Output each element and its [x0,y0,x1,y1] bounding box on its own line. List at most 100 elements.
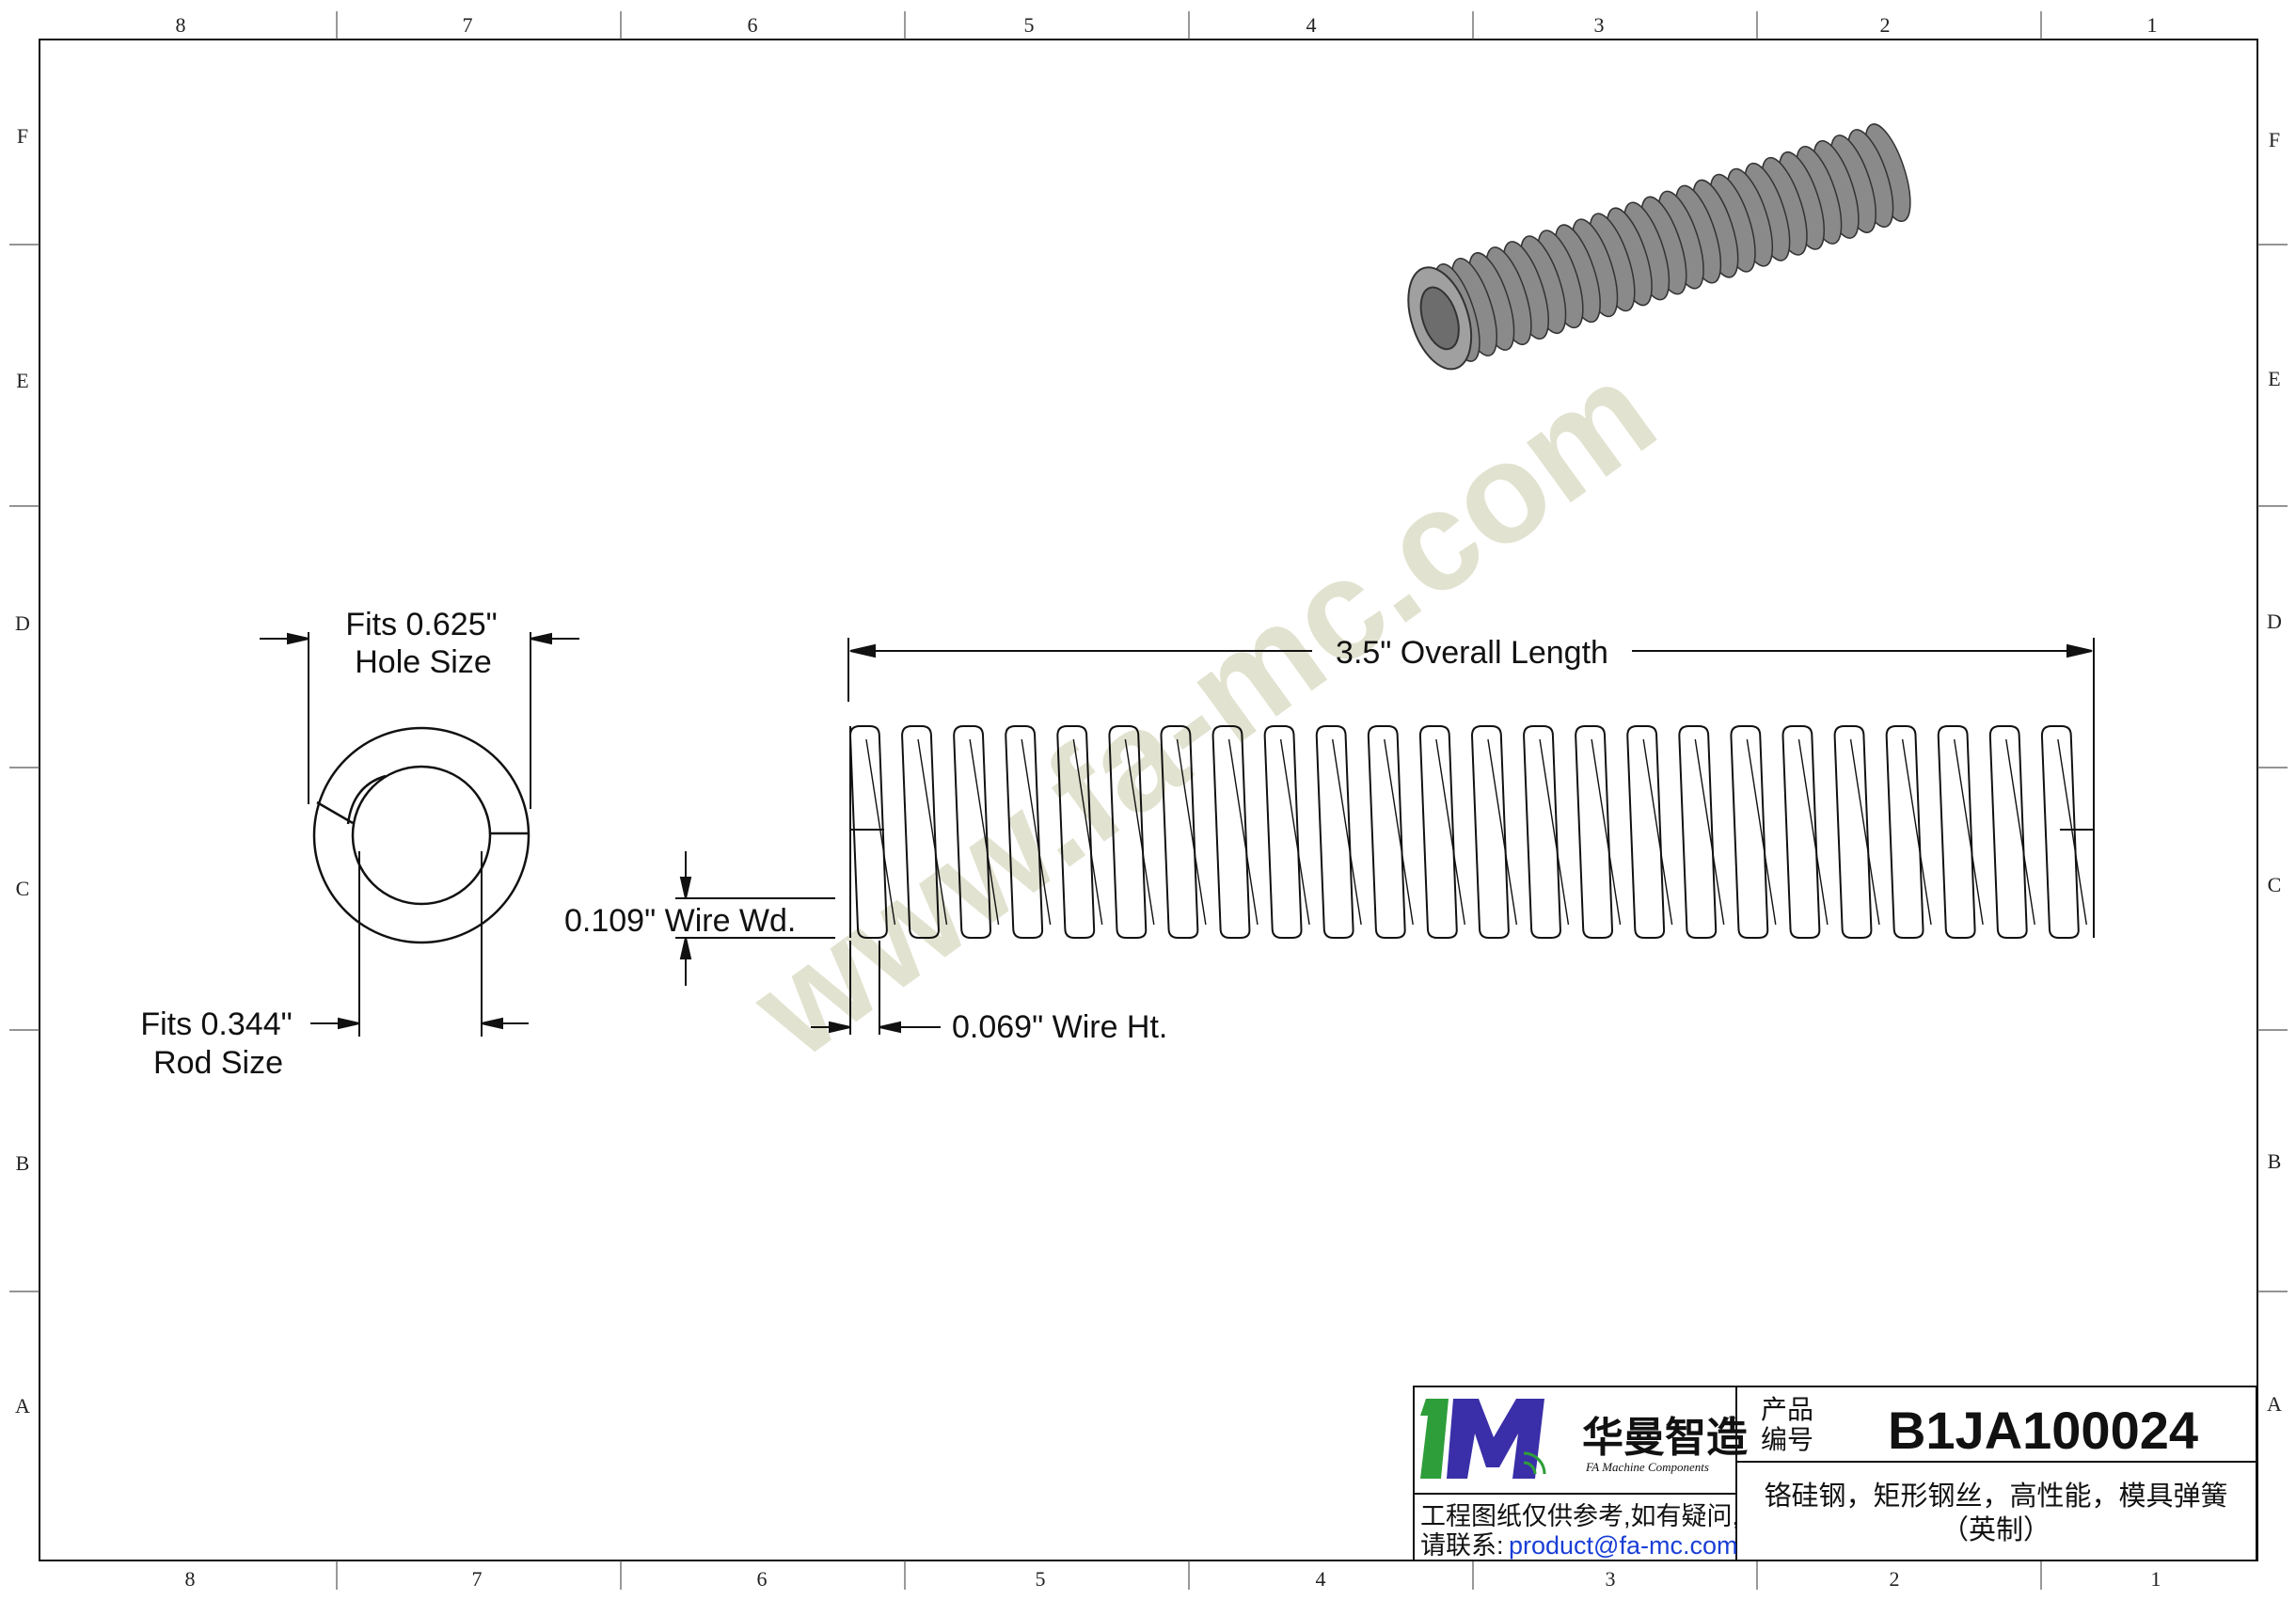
product-number-label-line2: 编号 [1761,1425,1813,1454]
coil-back-edge [1901,738,1932,926]
watermark: www.fa-mc.com [723,331,1682,1087]
coil-turn [1730,725,1769,939]
coil-back-edge [1227,738,1259,926]
coil-back-edge [969,738,1000,926]
coil-bore [1419,286,1460,351]
logo-m-mark [1447,1399,1544,1479]
coil-turn [2040,725,2080,939]
coil-back-edge [1746,738,1777,926]
zone-col-label: 4 [1316,1567,1326,1591]
coil-turn [1315,725,1354,939]
wire-width-label: 0.109" Wire Wd. [564,903,796,939]
zone-row-label: E [2268,367,2280,390]
zone-labels-left: F E D C B A [15,124,30,1418]
coil-turn [1263,725,1303,939]
coil-back-edge [1954,738,1984,926]
coil-end-tick-left [316,800,354,825]
zone-row-label: A [15,1394,30,1418]
zone-row-label: D [15,611,30,635]
drawing-border [39,39,2258,1561]
zone-col-label: 5 [1036,1567,1046,1591]
zone-col-label: 1 [2151,1567,2161,1591]
coil-back-edge [1642,738,1673,926]
coil-back-edge [1279,738,1310,926]
coil-back-edge [1539,738,1570,926]
coil-turn [1626,725,1666,939]
zone-col-label: 3 [1594,13,1605,37]
company-logo [1420,1399,1546,1479]
wire-width-dimension [675,851,835,986]
coil-turn [1988,725,2028,939]
zone-row-label: E [16,369,28,392]
coil-turn [1160,725,1199,939]
spring-side-view [848,725,2095,939]
rod-size-dimension [310,851,529,1037]
coil-back-edge [1176,738,1207,926]
coil-turn [953,725,992,939]
zone-col-label: 5 [1024,13,1035,37]
coil-back-edge [1694,738,1725,926]
zone-col-label: 3 [1606,1567,1616,1591]
coil-back-edge [1487,738,1518,926]
brand-name-cn: 华曼智造 [1582,1414,1748,1462]
coil-back-edge [1332,738,1362,926]
zone-row-label: B [16,1151,30,1175]
coil-turn [1470,725,1510,939]
zone-col-label: 7 [463,13,473,37]
coil-end-left [346,774,387,825]
logo-one-mark [1420,1399,1449,1479]
coil-turn [1678,725,1718,939]
disclaimer-line1: 工程图纸仅供参考,如有疑问, [1420,1502,1739,1530]
coil-turn [1885,725,1924,939]
zone-ticks [9,11,2288,1590]
spring-3d-view [1407,123,1911,371]
outer-diameter-circle [312,726,530,944]
title-block [1413,1386,2257,1561]
zone-labels-bottom: 8 7 6 5 4 3 2 1 [185,1567,2161,1591]
zone-col-label: 2 [1880,13,1891,37]
coil-turn [1056,725,1096,939]
disclaimer-line2: 请联系: [1420,1531,1504,1560]
spring-end-view [312,726,530,944]
zone-col-label: 2 [1890,1567,1900,1591]
zone-col-label: 8 [176,13,186,37]
coil-turn [1575,725,1614,939]
hole-size-label-line1: Fits 0.625" [345,607,497,642]
coil-turn [901,725,940,939]
zone-col-label: 6 [748,13,758,37]
zone-labels-top: 8 7 6 5 4 3 2 1 [176,13,2158,37]
hole-size-label-line2: Hole Size [355,644,492,680]
coil-back-edge [865,738,896,926]
contact-email-link[interactable]: product@fa-mc.com [1509,1531,1737,1560]
coil-back-edge [917,738,948,926]
inner-diameter-circle [351,765,492,906]
coil-back-edge [1124,738,1155,926]
zone-col-label: 1 [2147,13,2158,37]
brand-name-en: FA Machine Components [1585,1460,1709,1474]
zone-row-label: C [2268,873,2282,896]
zone-row-label: B [2268,1149,2282,1173]
rod-size-label-line2: Rod Size [153,1045,283,1081]
coil-turn [1367,725,1406,939]
coil-turn [1005,725,1044,939]
product-description-line1: 铬硅钢，矩形钢丝，高性能，模具弹簧 [1764,1481,2227,1512]
coil-back-edge [1021,738,1052,926]
coil-turn [1523,725,1561,939]
zone-row-label: A [2267,1392,2282,1416]
zone-col-label: 6 [757,1567,768,1591]
hole-size-dimension [260,632,579,809]
overall-length-dimension [847,638,2095,809]
coil-back-edge [1384,738,1414,926]
product-number-label-line1: 产品 [1761,1395,1813,1424]
zone-col-label: 4 [1306,13,1317,37]
coil-turn [1833,725,1873,939]
zone-row-label: D [2267,610,2282,633]
coil-turn [1781,725,1821,939]
coil-turn [1937,725,1976,939]
coil-back-edge [1591,738,1622,926]
coil-turn [1418,725,1458,939]
coil-back-edge [1072,738,1103,926]
overall-length-label: 3.5" Overall Length [1336,635,1608,671]
product-code: B1JA100024 [1888,1401,2198,1460]
